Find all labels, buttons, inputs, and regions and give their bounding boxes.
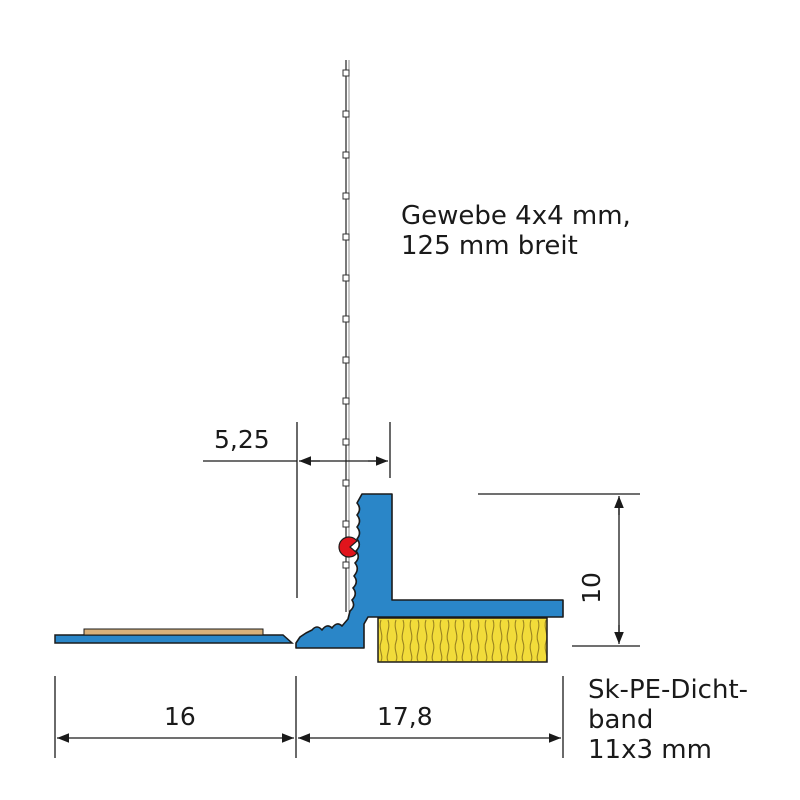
angle-profile	[295, 493, 564, 649]
dimension-label-16: 16	[164, 702, 196, 731]
seal-label-line1: Sk-PE-Dicht-	[588, 675, 749, 705]
seal-bead	[338, 536, 358, 558]
mesh-knot	[342, 397, 350, 405]
seal-label-line2: band	[588, 705, 654, 735]
mesh-knot	[342, 233, 350, 241]
adhesive-tape	[83, 628, 264, 636]
mesh-knot	[342, 561, 350, 569]
seal-label-line3: 11x3 mm	[588, 735, 712, 765]
mesh-label: Gewebe 4x4 mm, 125 mm breit	[401, 201, 631, 261]
dimension-10	[478, 493, 640, 647]
dimension-label-5-25: 5,25	[214, 425, 270, 454]
mesh-knot	[342, 274, 350, 282]
dimension-bottom	[54, 676, 564, 758]
mesh-knot	[342, 151, 350, 159]
seal-tape-label: Sk-PE-Dicht- band 11x3 mm	[588, 675, 748, 765]
mesh-knot	[342, 192, 350, 200]
mesh-label-line1: Gewebe 4x4 mm,	[401, 201, 631, 231]
mesh-knot	[342, 479, 350, 487]
mesh-knot	[342, 315, 350, 323]
dimension-5-25	[203, 422, 391, 598]
mesh-label-line2: 125 mm breit	[401, 231, 578, 261]
mesh-knot	[342, 110, 350, 118]
mesh-fabric	[342, 60, 350, 612]
mesh-knot	[342, 69, 350, 77]
dimension-label-17-8: 17,8	[377, 702, 433, 731]
mesh-knot	[342, 520, 350, 528]
mesh-knot	[342, 356, 350, 364]
mesh-knot	[342, 438, 350, 446]
pe-sealing-tape	[377, 617, 548, 663]
dimension-label-10: 10	[576, 572, 606, 604]
base-flange	[54, 634, 294, 644]
